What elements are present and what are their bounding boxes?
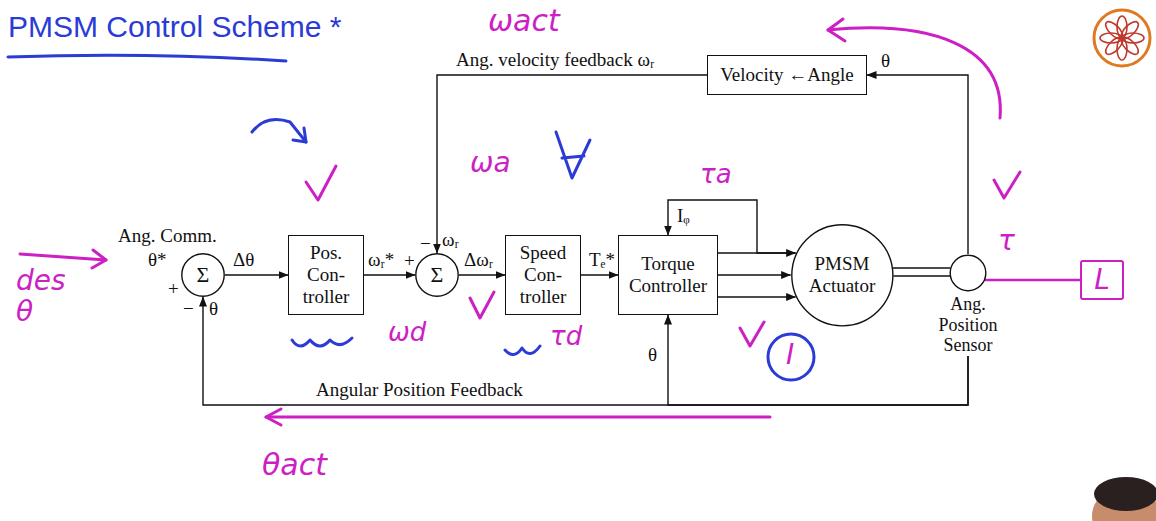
connector-line	[718, 296, 796, 297]
presenter-hair	[1094, 477, 1156, 511]
logo-ring	[1094, 10, 1150, 66]
signal-name: θ	[209, 299, 218, 320]
connector-line	[668, 315, 968, 405]
connector-line	[893, 267, 951, 268]
signal-connector	[437, 75, 707, 253]
check-mark	[994, 172, 1020, 198]
annotation-arrowhead	[266, 409, 281, 425]
node-text: PMSM Actuator	[800, 253, 884, 297]
controller-box: Speed Con- troller	[505, 235, 581, 315]
signal-label: θ	[647, 345, 658, 366]
signal-connector	[867, 75, 968, 254]
node-text: Σ	[431, 262, 444, 287]
signal-label: Δθ	[232, 250, 255, 271]
circle-outline	[182, 254, 224, 296]
sign-mark: +	[168, 279, 179, 300]
connector-line	[225, 274, 288, 275]
node-text: L	[1094, 264, 1110, 296]
handwritten-note: ωa	[470, 148, 511, 179]
signal-label: Δωᵣ	[463, 250, 494, 271]
presenter-video	[1092, 477, 1156, 521]
sensor-outline	[949, 254, 987, 292]
motor-circle: PMSM Actuator	[791, 224, 894, 327]
annotation-mark	[292, 338, 352, 346]
signal-connector	[668, 315, 968, 405]
signal-label: Tₑ*	[588, 250, 616, 271]
signal-connector	[459, 275, 505, 276]
circle-outline	[791, 224, 892, 325]
logo-petals	[1100, 16, 1144, 60]
node-text: Σ	[197, 262, 210, 287]
signal-connector	[984, 280, 1080, 281]
magenta-annotations	[20, 19, 1020, 425]
node-text: Torque Controller	[624, 253, 712, 297]
signal-connector	[225, 275, 288, 276]
connector-line	[581, 274, 618, 275]
feedback-box: Velocity ←Angle	[707, 55, 867, 95]
check-mark	[306, 166, 336, 200]
signal-connector	[893, 268, 951, 276]
signal-label: Angular Position Feedback	[315, 380, 524, 401]
annotation-arrow	[20, 254, 106, 260]
handwritten-note: ωact	[488, 4, 560, 37]
annotation-arrowhead	[293, 128, 306, 142]
connector-line	[364, 274, 415, 275]
handwritten-note: τd	[550, 322, 582, 351]
handwritten-note: θact	[262, 448, 327, 481]
annotation-arrow	[252, 120, 306, 142]
signal-label: θ	[880, 51, 891, 72]
connector-line	[984, 279, 1080, 282]
blue-annotations	[252, 120, 814, 380]
title-underline	[8, 55, 286, 61]
sensor-circle: Ang. Position Sensor	[932, 254, 1004, 356]
connector-line	[718, 274, 791, 275]
connector-line	[437, 75, 707, 253]
summing-junction: Σ	[181, 253, 225, 297]
handwritten-note: des θ	[16, 266, 78, 328]
node-text: Ang. Position Sensor	[932, 294, 1004, 356]
signal-connector	[718, 275, 791, 276]
handwritten-note: τ	[998, 226, 1015, 257]
signal-name: Ang. Comm.	[118, 226, 217, 247]
node-text: Speed Con- troller	[512, 242, 574, 308]
check-mark	[740, 322, 764, 346]
signal-label: Iᵩ	[676, 206, 691, 227]
signal-name: ωᵣ	[442, 230, 459, 251]
connector-line	[459, 274, 505, 275]
connector-line	[867, 75, 968, 254]
sensor-outline	[950, 255, 986, 291]
slide-title: PMSM Control Scheme *	[8, 10, 341, 43]
annotation-circle	[768, 334, 814, 380]
check-mark	[470, 292, 494, 318]
sign-mark: +	[404, 251, 415, 272]
controller-box: Pos. Con- troller	[288, 235, 364, 315]
handwritten-note: τa	[700, 160, 732, 189]
institute-logo	[1094, 10, 1150, 66]
signal-connector	[718, 297, 796, 298]
node-text: Velocity ←Angle	[720, 64, 854, 86]
controller-box: Torque Controller	[618, 235, 718, 315]
circle-outline	[416, 254, 458, 296]
annotation-arrow	[266, 416, 770, 419]
handwritten-note: I	[786, 340, 794, 371]
sign-mark: −	[183, 299, 194, 320]
handwritten-note: ωd	[388, 318, 426, 347]
summing-junction: Σ	[415, 253, 459, 297]
annotation-mark	[556, 132, 590, 178]
annotation-arrowhead	[92, 250, 106, 268]
connector-line	[893, 275, 950, 276]
signal-label: Ang. velocity feedback ωᵣ	[455, 50, 655, 71]
logo-petal	[1103, 19, 1126, 42]
signal-connector	[581, 275, 618, 276]
node-text: Pos. Con- troller	[295, 242, 357, 308]
signal-label: ωᵣ*	[367, 250, 395, 271]
load-box: L	[1080, 260, 1124, 300]
sign-mark: −	[420, 234, 431, 255]
signal-connector	[364, 275, 415, 276]
signal-name: θ*	[148, 250, 167, 271]
annotation-arrowhead	[828, 19, 845, 41]
annotation-mark	[505, 346, 540, 355]
